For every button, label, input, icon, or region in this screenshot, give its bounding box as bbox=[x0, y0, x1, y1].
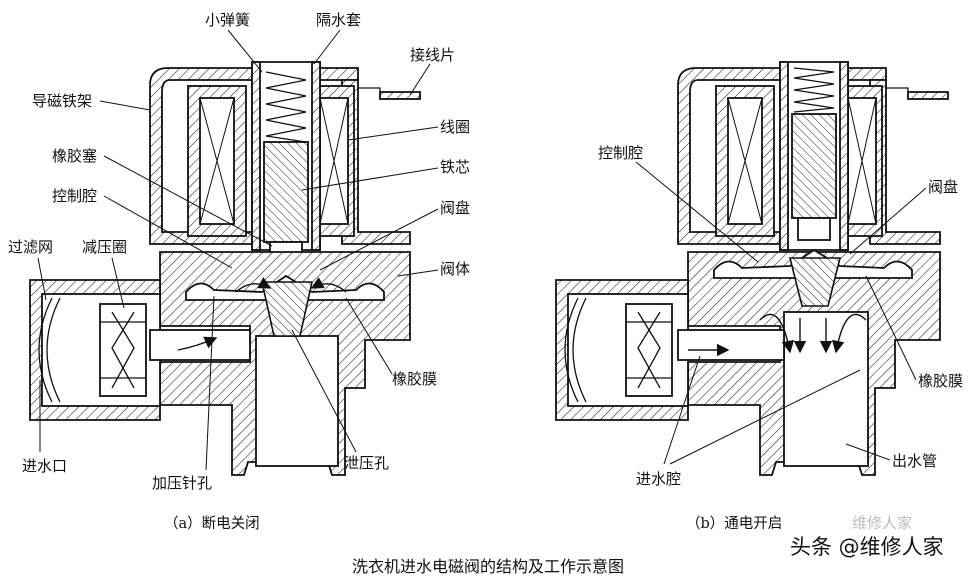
label-relief-hole: 泄压孔 bbox=[344, 454, 389, 472]
small-spring bbox=[265, 71, 307, 143]
outlet-channel bbox=[255, 335, 339, 467]
caption-a: （a）断电关闭 bbox=[164, 515, 260, 532]
watermark-main: 头条 @维修人家 bbox=[790, 535, 944, 559]
label-rubber-diaphragm: 橡胶膜 bbox=[392, 370, 437, 388]
label-terminal: 接线片 bbox=[410, 46, 455, 64]
label-control-chamber: 控制腔 bbox=[52, 187, 97, 205]
right-labels: 控制腔 阀盘 橡胶膜 进水腔 出水管 bbox=[598, 144, 963, 488]
iron-core bbox=[263, 141, 309, 243]
yoke-frame-b bbox=[677, 67, 887, 245]
label-valve-body: 阀体 bbox=[440, 260, 470, 278]
valve-closed-drawing bbox=[29, 61, 421, 476]
valve-disc-b bbox=[788, 257, 842, 307]
label-small-spring: 小弹簧 bbox=[205, 11, 250, 29]
label-filter: 过滤网 bbox=[8, 238, 53, 256]
label-isolation-sleeve: 隔水套 bbox=[316, 11, 361, 29]
figure-title: 洗衣机进水电磁阀的结构及工作示意图 bbox=[352, 557, 624, 576]
spring-b bbox=[793, 67, 835, 113]
filter-screen bbox=[38, 297, 53, 403]
label-outlet-pipe: 出水管 bbox=[892, 452, 937, 470]
label-control-chamber-b: 控制腔 bbox=[598, 144, 643, 162]
label-pressure-ring: 减压圈 bbox=[82, 238, 127, 256]
label-rubber-plug: 橡胶塞 bbox=[52, 147, 97, 165]
valve-open-drawing bbox=[555, 61, 949, 476]
label-coil: 线圈 bbox=[440, 118, 470, 136]
label-inlet-chamber: 进水腔 bbox=[636, 470, 681, 488]
caption-b: （b）通电开启 bbox=[686, 515, 782, 532]
yoke-frame bbox=[149, 67, 359, 245]
watermark-faint: 维修人家 bbox=[852, 514, 912, 532]
label-inlet: 进水口 bbox=[22, 457, 67, 475]
label-iron-core: 铁芯 bbox=[440, 158, 470, 176]
label-pressure-pin-hole: 加压针孔 bbox=[152, 474, 212, 492]
valve-disc bbox=[261, 281, 313, 337]
pressure-reducing-ring bbox=[99, 303, 147, 397]
label-valve-disc: 阀盘 bbox=[440, 199, 470, 217]
iron-core-b bbox=[791, 113, 837, 219]
label-valve-disc-b: 阀盘 bbox=[928, 178, 958, 196]
label-yoke: 导磁铁架 bbox=[32, 92, 92, 110]
label-rubber-diaphragm-b: 橡胶膜 bbox=[918, 372, 963, 390]
left-labels: 小弹簧 隔水套 接线片 导磁铁架 线圈 橡胶塞 铁芯 控制腔 阀盘 过滤网 减压… bbox=[8, 11, 470, 492]
